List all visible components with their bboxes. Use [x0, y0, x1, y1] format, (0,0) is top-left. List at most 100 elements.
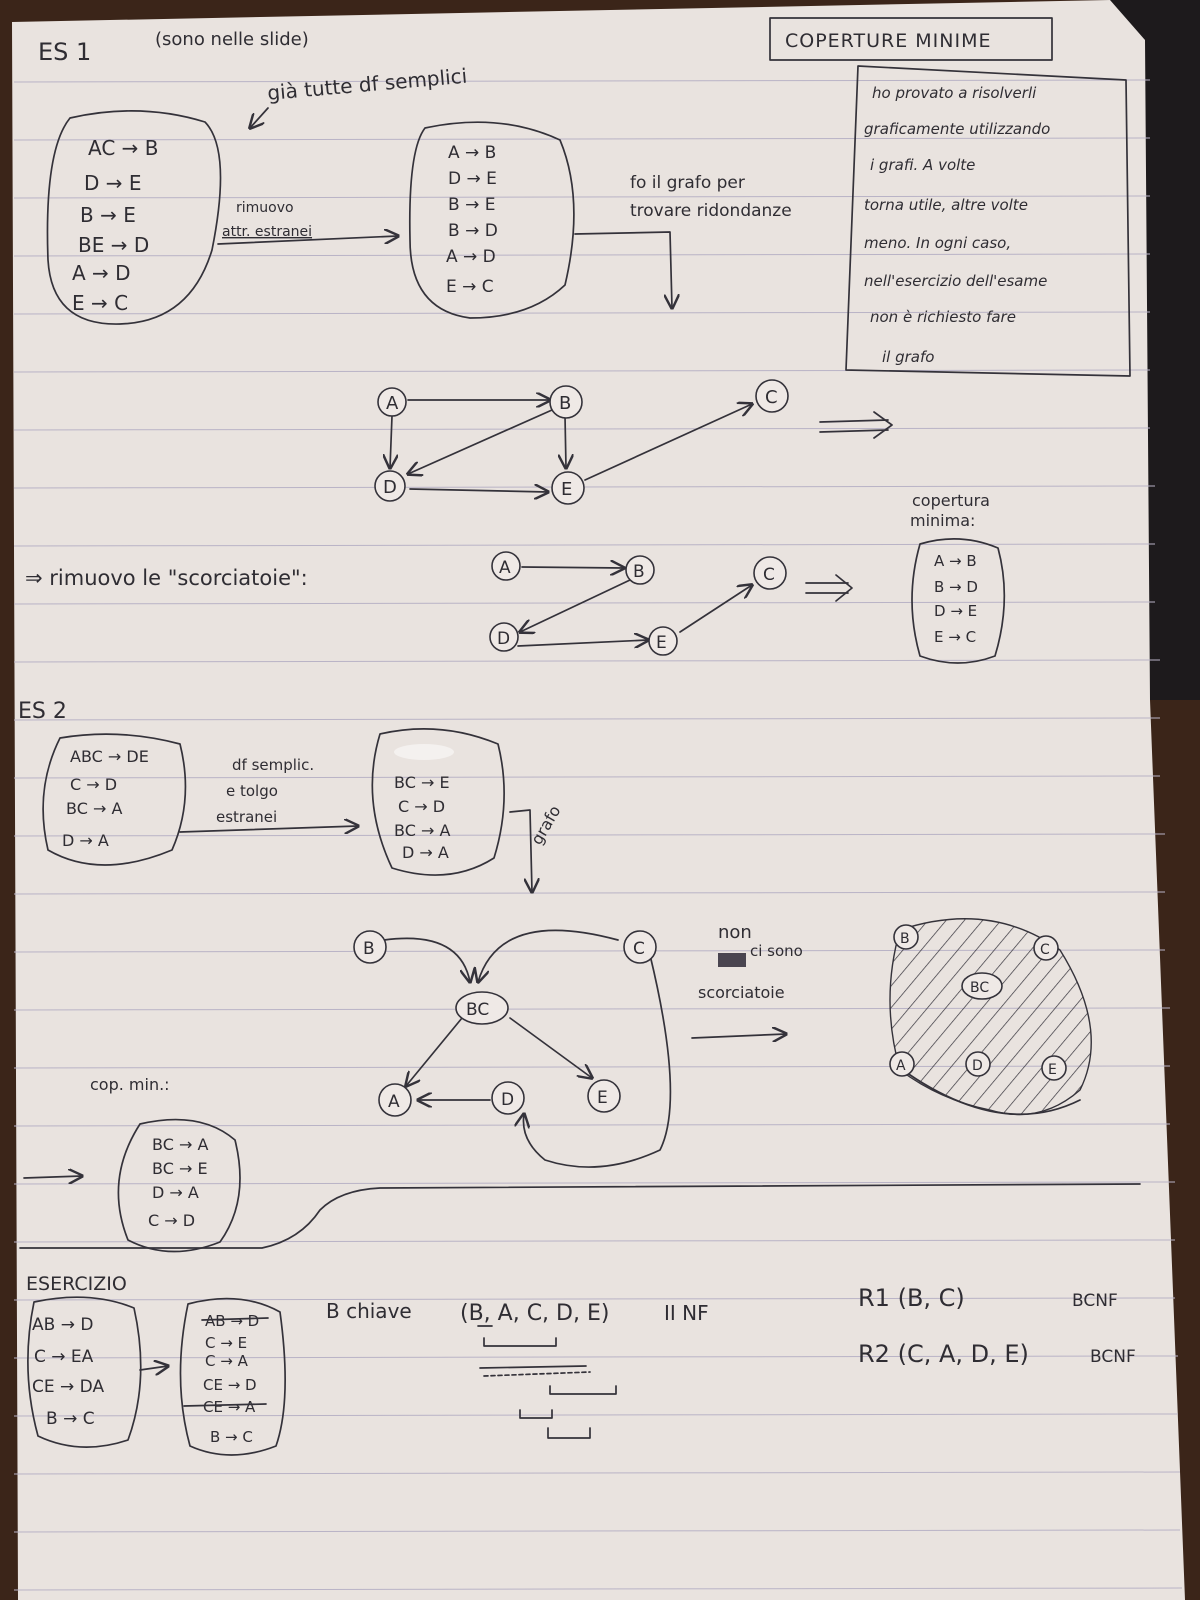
normal-form: II NF [664, 1301, 709, 1325]
node-label: C [765, 387, 778, 408]
note-line: meno. In ogni caso, [864, 234, 1011, 252]
node-label: E [1048, 1062, 1057, 1078]
dependency: A → B [448, 143, 496, 163]
node-label: A [896, 1058, 906, 1074]
es1-heading: ES 1 [38, 38, 91, 66]
shortcut-label: ⇒ rimuovo le "scorciatoie": [25, 566, 308, 590]
flow-arrow [691, 1034, 786, 1038]
no-shortcut-note: non [718, 922, 752, 943]
node-c [753, 556, 787, 590]
dependency: CE → D [203, 1376, 257, 1394]
dependency: BC → A [66, 799, 122, 818]
node-label: B [900, 931, 910, 947]
node-a [377, 387, 407, 417]
dependency: AB → D [32, 1315, 93, 1335]
relation-r1: R1 (B, C) [858, 1284, 965, 1312]
es1-min-cover-blob [911, 538, 1006, 664]
es2-min-cover-label: cop. min.: [90, 1075, 170, 1094]
dependency: D → E [448, 169, 497, 189]
min-cover-label: copertura [912, 491, 990, 510]
node-label: A [499, 558, 511, 578]
relation-schema: (B, A, C, D, E) [460, 1301, 609, 1326]
node-b [353, 930, 387, 964]
node-label: C [1040, 942, 1050, 958]
double-arrow-head [873, 411, 893, 439]
node-label: E [656, 633, 667, 653]
arrow-label: fo il grafo per [630, 173, 745, 193]
dependency: B → D [934, 578, 978, 596]
page-title: COPERTURE MINIME [785, 30, 991, 52]
dependency: B → C [46, 1409, 95, 1429]
scribble-mark [718, 953, 746, 967]
note-box [845, 65, 1131, 377]
esercizio-set1-blob [27, 1296, 142, 1448]
dependency: B → E [448, 195, 495, 215]
flow-arrow [509, 809, 532, 892]
dependency: D → A [152, 1183, 199, 1202]
dependency: A → B [934, 552, 977, 570]
double-arrow [819, 419, 889, 433]
node-label: E [597, 1088, 608, 1108]
arrow-label: df semplic. [232, 756, 314, 774]
dependency: E → C [446, 277, 494, 297]
dependency: ABC → DE [70, 747, 149, 766]
dependency: BC → E [394, 773, 450, 792]
dependency: B → E [80, 203, 136, 227]
dependency-brackets [479, 1337, 617, 1439]
node-label: C [763, 565, 775, 585]
section-divider [19, 1183, 1141, 1249]
node-b [625, 555, 655, 585]
double-arrow [805, 582, 849, 594]
node-d [489, 622, 519, 652]
dependency: B → D [448, 221, 498, 241]
node-c [623, 930, 657, 964]
dependency: C → EA [34, 1347, 94, 1367]
es2-min-cover-blob [117, 1118, 241, 1253]
node-label: D [972, 1058, 983, 1074]
node-label: E [561, 479, 572, 500]
node-b [549, 385, 583, 419]
dependency: CE → DA [32, 1377, 104, 1397]
no-shortcut-note: ci sono [750, 942, 803, 960]
node-label: C [633, 939, 645, 959]
key-text: B chiave [326, 1299, 412, 1323]
dependency: E → C [72, 291, 128, 315]
node-label: D [501, 1090, 514, 1110]
esercizio-heading: ESERCIZIO [26, 1273, 127, 1295]
relation-r2: R2 (C, A, D, E) [858, 1340, 1029, 1368]
node-label: BC [970, 980, 989, 996]
note-line: torna utile, altre volte [864, 196, 1028, 214]
arrow-label: trovare ridondanze [630, 201, 792, 221]
arrow-label: attr. estranei [222, 224, 312, 240]
dependency: BC → E [152, 1159, 208, 1178]
esercizio-set2-blob [179, 1297, 286, 1456]
dependency: A → D [446, 247, 496, 267]
note-line: graficamente utilizzando [864, 120, 1050, 138]
node-e [587, 1079, 621, 1113]
note-line: nell'esercizio dell'esame [864, 272, 1047, 290]
dependency: D → A [402, 843, 449, 862]
node-label: B [559, 393, 571, 414]
es2-heading: ES 2 [18, 699, 67, 724]
node-label: BC [466, 1000, 489, 1020]
dependency: C → D [70, 775, 117, 794]
strike-line [201, 1317, 269, 1321]
node-c [755, 379, 789, 413]
flow-arrow [217, 236, 398, 245]
crossed-out-graph: B C BC A D E [889, 918, 1092, 1116]
dependency: C → D [148, 1211, 195, 1230]
node-label: A [388, 1092, 400, 1112]
r1-normal-form: BCNF [1072, 1291, 1118, 1311]
dependency-removed: CE → A [203, 1398, 256, 1416]
es1-set1-blob [46, 110, 222, 325]
es1-set2-blob [408, 121, 575, 319]
dependency: A → D [72, 261, 131, 285]
dependency: C → D [398, 797, 445, 816]
flow-arrow [139, 1366, 168, 1370]
es1-source-note: (sono nelle slide) [155, 29, 309, 50]
dependency: BC → A [394, 821, 450, 840]
dependency: C → A [205, 1352, 249, 1370]
whiteout-mark [394, 744, 454, 760]
note-line: i grafi. A volte [870, 156, 975, 174]
paper-sheet [12, 0, 1185, 1600]
